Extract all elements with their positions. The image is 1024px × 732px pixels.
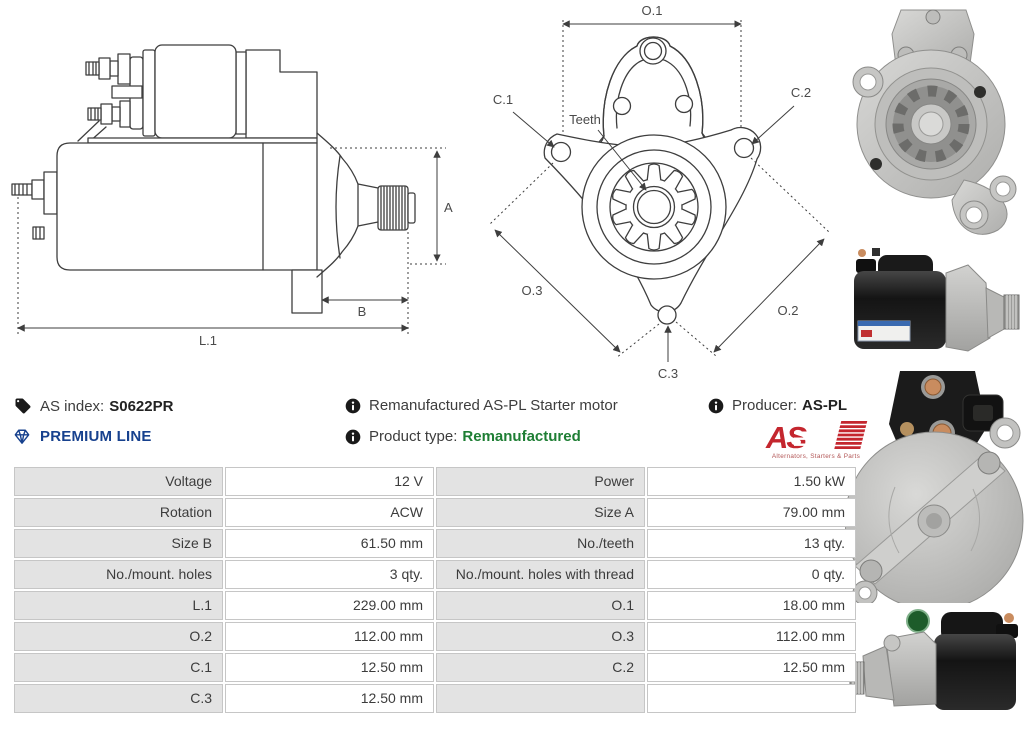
product-photo-rear [845, 371, 1024, 603]
spec-value: 112.00 mm [647, 622, 856, 651]
spec-value: 61.50 mm [225, 529, 434, 558]
spec-value: 112.00 mm [225, 622, 434, 651]
dimension-b: B [321, 232, 409, 334]
dim-c1-label: C.1 [493, 92, 513, 107]
spec-value: 79.00 mm [647, 498, 856, 527]
spec-value: 18.00 mm [647, 591, 856, 620]
spec-label: L.1 [14, 591, 223, 620]
hole-c2 [733, 137, 755, 159]
pinion-gear [581, 134, 727, 280]
hole-c1 [550, 141, 572, 163]
spec-label: No./mount. holes with thread [436, 560, 645, 589]
teeth-label: Teeth [569, 112, 601, 127]
spec-value: 1.50 kW [647, 467, 856, 496]
side-view-technical-drawing: A B L.1 [11, 44, 453, 348]
info-icon [345, 398, 361, 414]
product-photo-side-left [849, 609, 1018, 710]
spec-value: 229.00 mm [225, 591, 434, 620]
spec-label: C.2 [436, 653, 645, 682]
spec-value: 3 qty. [225, 560, 434, 589]
dim-l1-label: L.1 [199, 333, 217, 348]
product-type-label: Product type: [369, 428, 458, 445]
spec-value: ACW [225, 498, 434, 527]
producer-value: AS-PL [802, 397, 848, 414]
product-title-row: Remanufactured AS-PL Starter motor [345, 397, 618, 414]
info-icon [345, 429, 361, 445]
product-photo-side-right [854, 248, 1020, 352]
spec-label: Voltage [14, 467, 223, 496]
spec-label: O.1 [436, 591, 645, 620]
solenoid-bracket [245, 49, 318, 139]
spec-label: No./mount. holes [14, 560, 223, 589]
product-type-row: Product type: Remanufactured [345, 428, 581, 445]
dim-o1-label: O.1 [642, 3, 663, 18]
product-title: Remanufactured AS-PL Starter motor [369, 397, 618, 414]
product-type-value: Remanufactured [462, 428, 581, 445]
spec-value: 12.50 mm [225, 653, 434, 682]
spec-label: Power [436, 467, 645, 496]
spec-label: C.3 [14, 684, 223, 713]
dimension-o1: O.1 [562, 3, 742, 152]
dim-a-label: A [444, 200, 453, 215]
spec-value: 13 qty. [647, 529, 856, 558]
logo-tagline: Alternators, Starters & Parts [772, 453, 860, 460]
product-photo-front [852, 9, 1017, 235]
dimension-a: A [330, 147, 453, 265]
spec-label: Rotation [14, 498, 223, 527]
spec-value: 12.50 mm [225, 684, 434, 713]
as-index-value: S0622PR [109, 397, 174, 415]
spec-label: Size B [14, 529, 223, 558]
front-dimension-labels: C.1 C.2 Teeth C.3 O.3 O.2 [489, 85, 830, 381]
dim-o2-label: O.2 [778, 303, 799, 318]
spec-table: Voltage 12 V Power 1.50 kW Rotation ACW … [14, 467, 856, 713]
front-view-technical-drawing: O.1 [489, 3, 830, 381]
spec-label [436, 684, 645, 713]
dimension-l1: L.1 [17, 197, 409, 348]
tag-icon [14, 397, 32, 415]
spec-label: No./teeth [436, 529, 645, 558]
spec-label: O.2 [14, 622, 223, 651]
drive-end [316, 132, 416, 278]
spec-value: 0 qty. [647, 560, 856, 589]
rear-studs [11, 171, 58, 240]
hole-c3 [657, 305, 677, 325]
premium-line-label: PREMIUM LINE [40, 428, 152, 445]
spec-value: 12 V [225, 467, 434, 496]
as-pl-logo: AS Alternators, Starters & Parts [765, 420, 868, 460]
top-arch [593, 36, 713, 149]
dim-c2-label: C.2 [791, 85, 811, 100]
spec-label: C.1 [14, 653, 223, 682]
as-index-row: AS index: S0622PR [14, 397, 173, 415]
as-index-label: AS index: [40, 397, 105, 415]
spec-value [647, 684, 856, 713]
dim-c3-label: C.3 [658, 366, 678, 381]
dim-b-label: B [358, 304, 367, 319]
spec-label: Size A [436, 498, 645, 527]
diamond-icon [12, 428, 32, 445]
motor-body [56, 137, 323, 314]
spec-value: 12.50 mm [647, 653, 856, 682]
info-icon [708, 398, 724, 414]
solenoid [77, 44, 247, 144]
premium-line-row: PREMIUM LINE [12, 428, 152, 445]
spec-label: O.3 [436, 622, 645, 651]
dim-o3-label: O.3 [522, 283, 543, 298]
producer-label: Producer: [732, 397, 798, 414]
producer-row: Producer: AS-PL [708, 397, 847, 414]
